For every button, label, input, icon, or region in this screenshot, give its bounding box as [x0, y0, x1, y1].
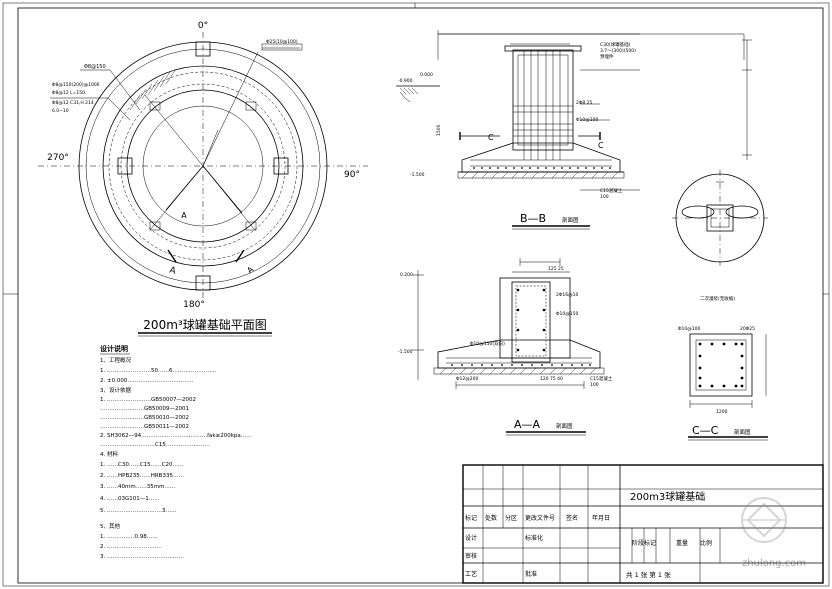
svg-text:100: 100 — [590, 382, 599, 388]
section-mark-a-inner: A — [181, 211, 187, 220]
tb-cell: 分区 — [505, 514, 517, 522]
svg-text:Φ10@150(双向): Φ10@150(双向) — [470, 340, 505, 347]
tb-cell: 标记 — [465, 514, 477, 522]
note-line: 4. 材料 — [100, 450, 118, 458]
svg-text:C30(球罐基础): C30(球罐基础) — [600, 41, 631, 48]
tb-cell: 工艺 — [465, 570, 477, 578]
section-cc-subtitle: 剖面图 — [734, 428, 751, 436]
angle-label-left: 270° — [47, 153, 69, 163]
svg-text:0.200: 0.200 — [400, 272, 413, 278]
drawing-title: 200m3球罐基础 — [630, 490, 705, 503]
svg-text:C15混凝土: C15混凝土 — [600, 187, 623, 194]
note-line: ……………………GB50009—2001 — [100, 406, 189, 412]
tb-cell: 设计 — [465, 534, 477, 542]
svg-text:Φ8@12 L=150: Φ8@12 L=150 — [52, 90, 85, 96]
note-line: 3、设计依据 — [100, 386, 131, 394]
note-line: 5、其他 — [100, 522, 120, 530]
svg-text:3.7～(300)(500): 3.7～(300)(500) — [600, 48, 636, 54]
note-line: 1. ……………0.98…… — [100, 534, 158, 540]
tb-cell: 阶段标记 — [632, 539, 656, 547]
svg-text:120 75 40: 120 75 40 — [540, 376, 563, 382]
note-line: 4. ……03G101—1…… — [100, 496, 160, 502]
plan-title: 200m³球罐基础平面图 — [143, 318, 266, 332]
angle-label-top: 0° — [198, 21, 208, 31]
note-line: …………………………C15…………………… — [100, 442, 210, 448]
note-line: 2. SH3062—94………………………………fak≥200kpa…… — [100, 433, 252, 439]
tb-cell: 更改文件号 — [525, 514, 555, 522]
tb-cell: 比例 — [700, 539, 712, 547]
svg-text:Φ8@150: Φ8@150 — [84, 64, 106, 70]
svg-text:0.000: 0.000 — [420, 72, 433, 78]
svg-text:-0.900: -0.900 — [398, 78, 413, 84]
section-mark-c-right: C — [598, 141, 604, 150]
tb-cell: 处数 — [485, 514, 497, 522]
svg-text:Φ25(10@100): Φ25(10@100) — [266, 39, 298, 45]
svg-text:125 25: 125 25 — [548, 266, 564, 272]
note-line: 2. ……HPB235……HRB335…… — [100, 473, 184, 479]
watermark-logo: zhulong.com — [741, 497, 806, 569]
svg-text:预埋件: 预埋件 — [600, 53, 614, 60]
note-line: 3. …………………………………… — [100, 554, 184, 560]
tb-cell: 标准化 — [525, 534, 543, 542]
section-bb-view: C30(球罐基础) 3.7～(300)(500) 预埋件 2Φ8 25 Φ10@… — [396, 30, 752, 230]
tb-cell: 批准 — [525, 570, 537, 578]
sheet-number: 共 1 张 第 1 张 — [626, 570, 671, 579]
section-cc-title: C—C — [692, 424, 719, 437]
section-aa-view: 125 25 2Φ16@10 Φ10@150 Φ10@150(双向) Φ12@2… — [398, 258, 613, 436]
pedestal-plan-detail: 二次灌浆(无收缩) — [672, 170, 768, 302]
watermark-text: zhulong.com — [742, 558, 806, 569]
note-line: ……………………GB50010—2002 — [100, 415, 189, 421]
section-mark-a-left: A — [168, 265, 177, 276]
sheet-inner-border — [17, 7, 824, 584]
note-line: 5. …………………………3…… — [100, 508, 177, 514]
svg-text:1500: 1500 — [436, 124, 442, 136]
svg-text:C15混凝土: C15混凝土 — [590, 375, 613, 382]
tb-cell: 审核 — [465, 552, 477, 560]
svg-text:Φ10@100: Φ10@100 — [576, 117, 598, 123]
svg-text:100: 100 — [600, 194, 609, 200]
note-line: 1. ……C30……C15……C20…… — [100, 462, 184, 468]
section-bb-subtitle: 剖面图 — [562, 216, 579, 224]
note-line: 2. ………………………… — [100, 544, 162, 550]
notes-heading: 设计说明 — [100, 344, 128, 353]
note-line: 3. ……40mm……35mm…… — [100, 484, 175, 490]
svg-text:-1.500: -1.500 — [398, 349, 413, 355]
foundation-plan-view: Φ8@150 Φ8@150(200)@1000 Φ8@12 L=150 Φ8@1… — [38, 21, 368, 337]
design-notes: 设计说明 1、工程概况 1. ……………………50……6…………………… 2. … — [100, 344, 252, 560]
svg-text:Φ8@12 C31,H 214: Φ8@12 C31,H 214 — [52, 100, 94, 106]
tb-cell: 年月日 — [592, 514, 610, 522]
svg-text:Φ12@200: Φ12@200 — [456, 376, 478, 382]
section-aa-subtitle: 剖面图 — [556, 422, 573, 430]
section-aa-title: A—A — [514, 418, 541, 431]
svg-text:1200: 1200 — [716, 409, 728, 415]
section-mark-c-left: C — [488, 133, 494, 142]
angle-label-right: 90° — [344, 170, 360, 180]
svg-text:Φ10@150: Φ10@150 — [556, 311, 578, 317]
section-bb-title: B—B — [520, 212, 546, 225]
svg-text:2Φ16@10: 2Φ16@10 — [556, 292, 578, 298]
svg-text:A: A — [245, 265, 255, 276]
title-block: 200m3球罐基础 标记 处数 分区 更改文件号 签名 年月日 设计 标准化 阶… — [462, 464, 824, 584]
angle-label-bottom: 180° — [183, 300, 205, 310]
note-line: ……………………GB50011—2002 — [100, 424, 189, 430]
note-line: 1. ……………………GB50007—2002 — [100, 397, 196, 403]
svg-text:二次灌浆(无收缩): 二次灌浆(无收缩) — [700, 295, 735, 302]
svg-text:-1.500: -1.500 — [410, 172, 425, 178]
svg-text:2Φ8 25: 2Φ8 25 — [576, 100, 593, 106]
svg-text:20Φ25: 20Φ25 — [740, 326, 755, 332]
note-line: 2. ±0.000……………………………… — [100, 378, 193, 384]
note-line: 1、工程概况 — [100, 356, 131, 364]
section-cc-view: Φ10@100 20Φ25 1200 C—C 剖面图 — [678, 326, 768, 441]
tb-cell: 签名 — [566, 514, 578, 522]
svg-text:6.0~10: 6.0~10 — [52, 108, 69, 114]
note-line: 1. ……………………50……6…………………… — [100, 368, 217, 374]
svg-text:Φ8@150(200)@1000: Φ8@150(200)@1000 — [52, 82, 100, 88]
svg-text:Φ10@100: Φ10@100 — [678, 326, 700, 332]
tb-cell: 重量 — [676, 539, 688, 547]
